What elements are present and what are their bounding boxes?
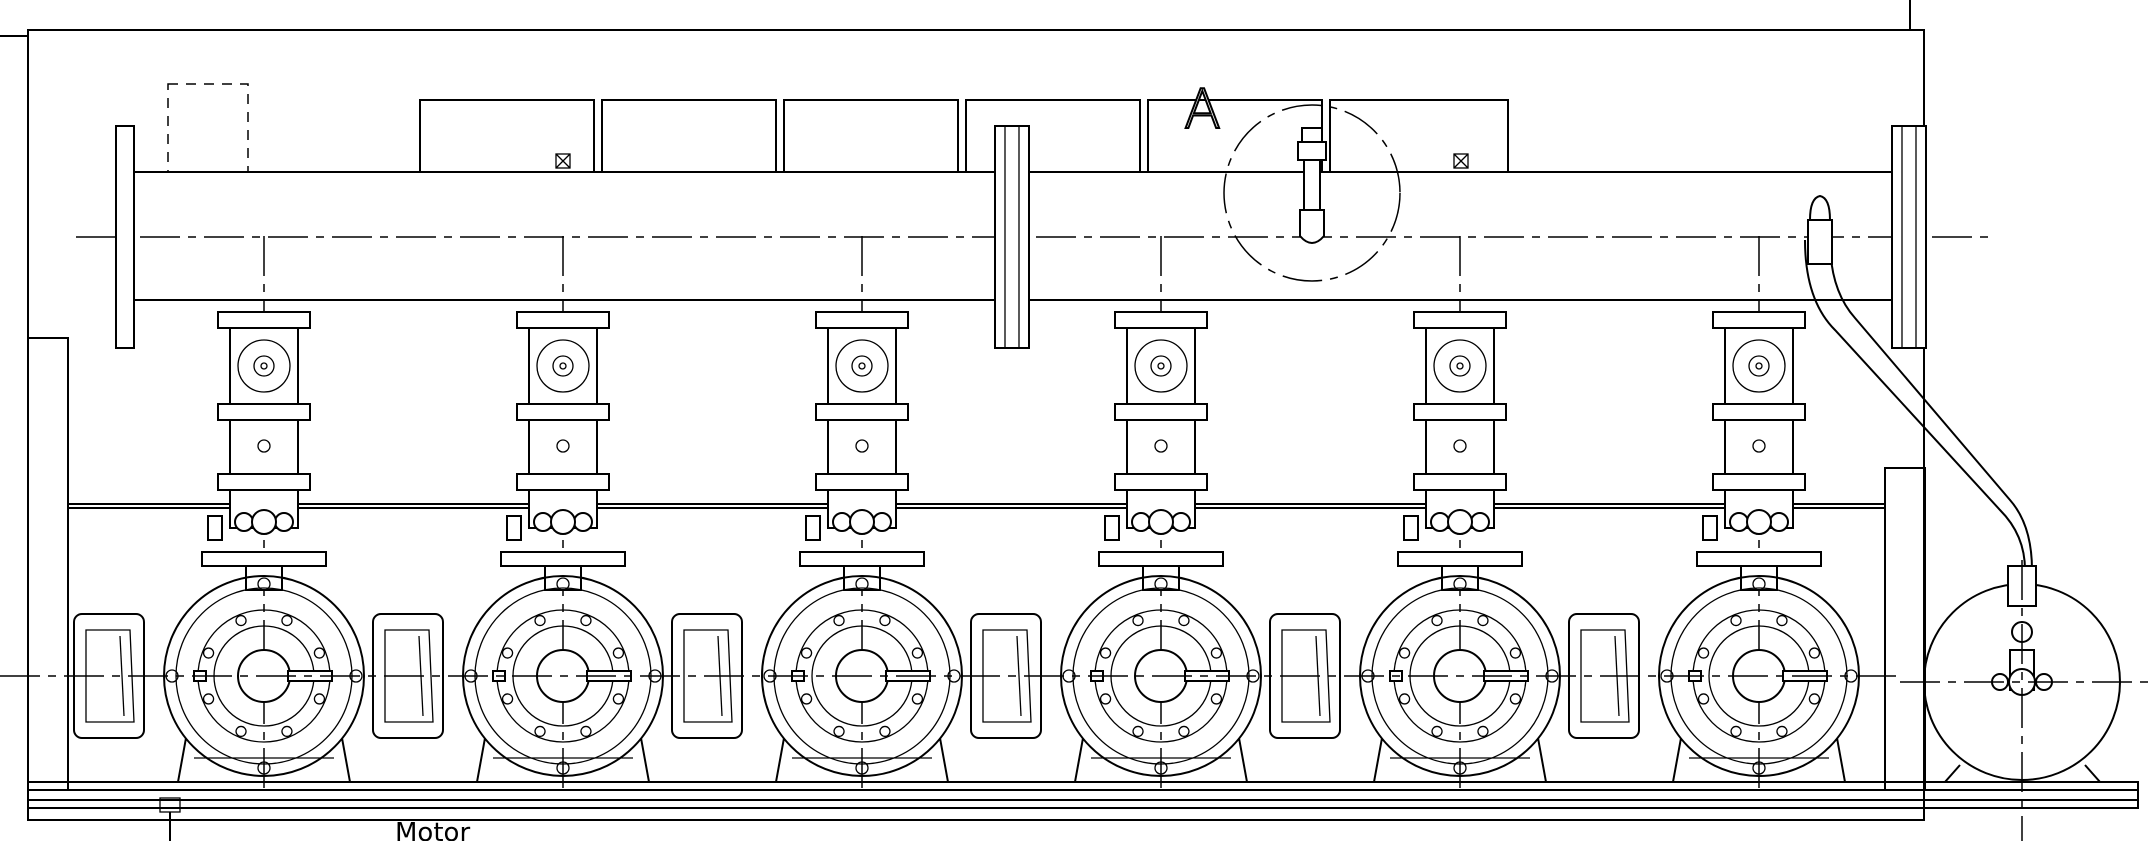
pressure-tank: [1804, 194, 2149, 841]
pump-array: [73, 236, 1860, 790]
discharge-header: [76, 125, 1990, 349]
pump-unit: [1269, 236, 1561, 790]
pump-unit: [1568, 236, 1860, 790]
bottom-note: Motor: [395, 818, 470, 841]
pressure-transmitter: [1223, 104, 1401, 282]
base-rail: [27, 781, 2139, 841]
hidden-component-outline: [167, 83, 249, 215]
pump-unit: [671, 236, 963, 790]
pump-unit: [970, 236, 1262, 790]
control-cabinets: [419, 99, 1509, 173]
view-label: A: [1184, 78, 1221, 141]
pump-unit: [372, 236, 664, 790]
